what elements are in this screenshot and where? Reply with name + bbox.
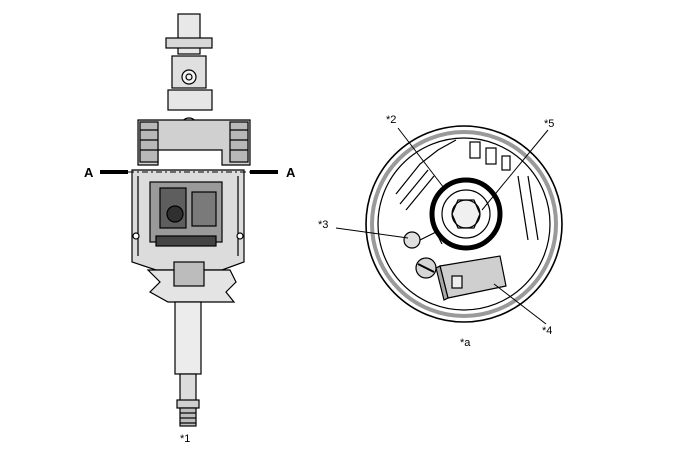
callout-2: *2 xyxy=(386,114,397,126)
section-marker-left: A xyxy=(84,165,94,180)
section-view-drawing xyxy=(365,125,563,323)
steering-column-drawing xyxy=(131,13,251,427)
callout-5: *5 xyxy=(544,118,555,130)
callout-3: *3 xyxy=(318,219,329,231)
callout-a: *a xyxy=(460,337,471,349)
section-marker-right: A xyxy=(286,165,296,180)
callout-1: *1 xyxy=(180,433,191,445)
leader-lines xyxy=(335,127,549,325)
callout-4: *4 xyxy=(542,325,553,337)
